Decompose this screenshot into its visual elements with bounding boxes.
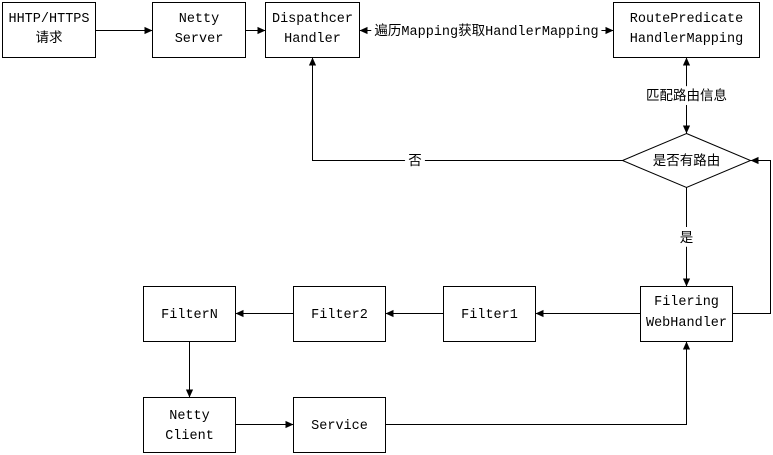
edge-decision-no-to-dispatcher-handler <box>308 57 623 161</box>
service-box <box>293 397 386 453</box>
filter2-node: Filter2 <box>293 286 386 342</box>
netty-server-box <box>152 2 246 58</box>
filter1-node: Filter1 <box>443 286 536 342</box>
filtering-web-handler-label-line-1: Filering <box>654 295 719 310</box>
filter2-box <box>293 286 386 342</box>
netty-client-label-line-2: Client <box>165 429 214 444</box>
filter-n-box <box>143 286 236 342</box>
filter-n-node: FilterN <box>143 286 236 342</box>
netty-server-label-line-2: Server <box>175 32 224 47</box>
netty-client-box <box>143 397 236 453</box>
edge-service-to-web-handler <box>385 341 691 425</box>
http-request-node: HHTP/HTTPS 请求 <box>2 2 96 58</box>
dispatcher-handler-node: Dispathcer Handler <box>265 2 360 58</box>
filter-n-label: FilterN <box>161 308 218 323</box>
filtering-web-handler-node: Filering WebHandler <box>640 286 733 342</box>
has-route-decision-label: 是否有路由 <box>653 153 721 170</box>
traverse-mapping-edge-label: 遍历Mapping获取HandlerMapping <box>374 23 598 40</box>
dispatcher-handler-label-line-1: Dispathcer <box>272 12 353 27</box>
service-label: Service <box>311 419 368 434</box>
match-route-info-edge-label: 匹配路由信息 <box>646 87 727 105</box>
http-request-box <box>2 2 96 58</box>
yes-route-edge-label: 是 <box>680 231 694 247</box>
filter1-label: Filter1 <box>461 308 518 323</box>
http-request-label-line-1: HHTP/HTTPS <box>8 12 89 27</box>
dispatcher-handler-box <box>265 2 360 58</box>
http-request-label-line-2: 请求 <box>36 30 63 47</box>
has-route-decision-diamond <box>621 132 752 189</box>
filter2-label: Filter2 <box>311 308 368 323</box>
route-predicate-handler-mapping-label-line-2: HandlerMapping <box>630 32 743 47</box>
route-predicate-handler-mapping-node: RoutePredicate HandlerMapping <box>613 2 760 58</box>
has-route-decision-node: 是否有路由 <box>621 132 752 189</box>
no-route-edge-label: 否 <box>408 154 422 170</box>
dispatcher-handler-label-line-2: Handler <box>284 32 341 47</box>
edges <box>95 26 771 429</box>
service-node: Service <box>293 397 386 453</box>
netty-client-node: Netty Client <box>143 397 236 453</box>
netty-server-label-line-1: Netty <box>179 12 220 27</box>
filter1-box <box>443 286 536 342</box>
filtering-web-handler-box <box>640 286 733 342</box>
edge-web-handler-back-to-decision <box>732 156 771 314</box>
route-predicate-handler-mapping-box <box>613 2 760 58</box>
route-predicate-handler-mapping-label-line-1: RoutePredicate <box>630 12 743 27</box>
netty-server-node: Netty Server <box>152 2 246 58</box>
netty-client-label-line-1: Netty <box>169 409 210 424</box>
filtering-web-handler-label-line-2: WebHandler <box>646 316 727 331</box>
